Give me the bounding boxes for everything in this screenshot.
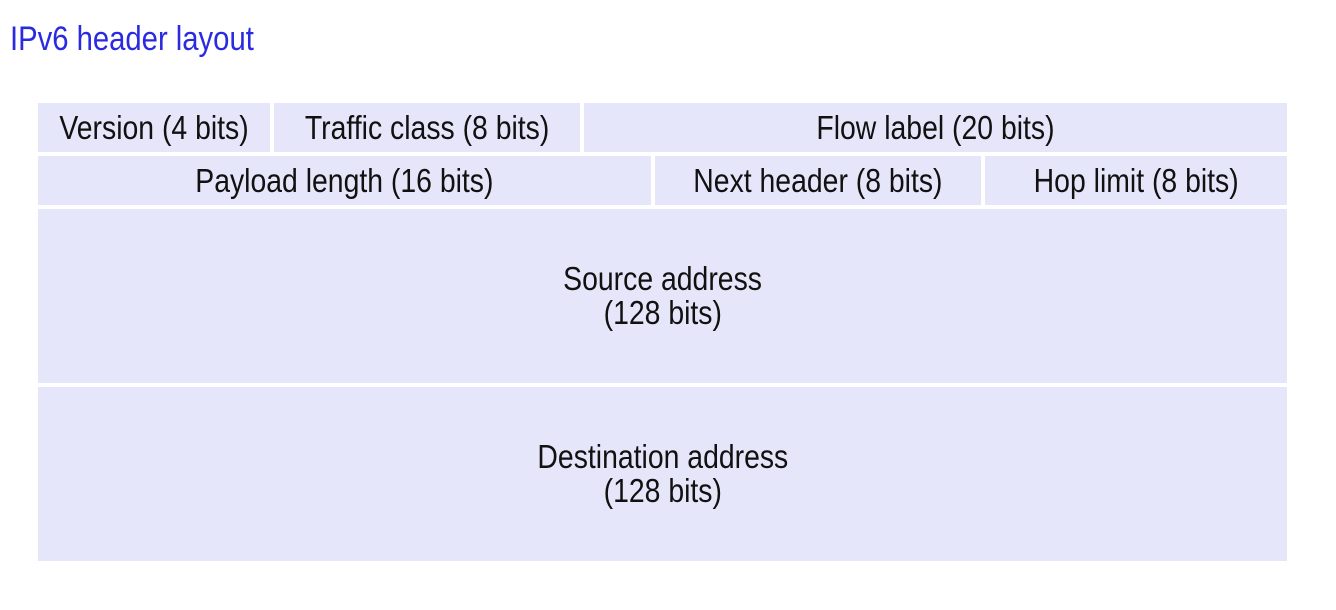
- field-flow-label-label: Flow label (20 bits): [816, 108, 1055, 146]
- header-row-3: Source address (128 bits): [38, 209, 1287, 383]
- field-hop-limit: Hop limit (8 bits): [985, 156, 1287, 205]
- diagram-title: IPv6 header layout: [10, 20, 254, 58]
- field-source-address-size: (128 bits): [603, 294, 722, 331]
- field-traffic-class: Traffic class (8 bits): [274, 103, 580, 152]
- ipv6-header-table: Version (4 bits) Traffic class (8 bits) …: [38, 103, 1287, 565]
- field-hop-limit-label: Hop limit (8 bits): [1033, 161, 1239, 199]
- field-traffic-class-label: Traffic class (8 bits): [304, 108, 550, 146]
- field-source-address-label: Source address: [563, 260, 762, 297]
- field-destination-address-label: Destination address: [537, 438, 788, 475]
- header-row-4: Destination address (128 bits): [38, 387, 1287, 561]
- field-next-header: Next header (8 bits): [655, 156, 981, 205]
- field-flow-label: Flow label (20 bits): [584, 103, 1287, 152]
- field-destination-address: Destination address (128 bits): [38, 387, 1287, 561]
- header-row-1: Version (4 bits) Traffic class (8 bits) …: [38, 103, 1287, 152]
- field-payload-length: Payload length (16 bits): [38, 156, 651, 205]
- field-destination-address-size: (128 bits): [603, 472, 722, 509]
- field-version: Version (4 bits): [38, 103, 270, 152]
- field-version-label: Version (4 bits): [59, 108, 249, 146]
- field-next-header-label: Next header (8 bits): [693, 161, 943, 199]
- field-source-address: Source address (128 bits): [38, 209, 1287, 383]
- field-payload-length-label: Payload length (16 bits): [195, 161, 494, 199]
- header-row-2: Payload length (16 bits) Next header (8 …: [38, 156, 1287, 205]
